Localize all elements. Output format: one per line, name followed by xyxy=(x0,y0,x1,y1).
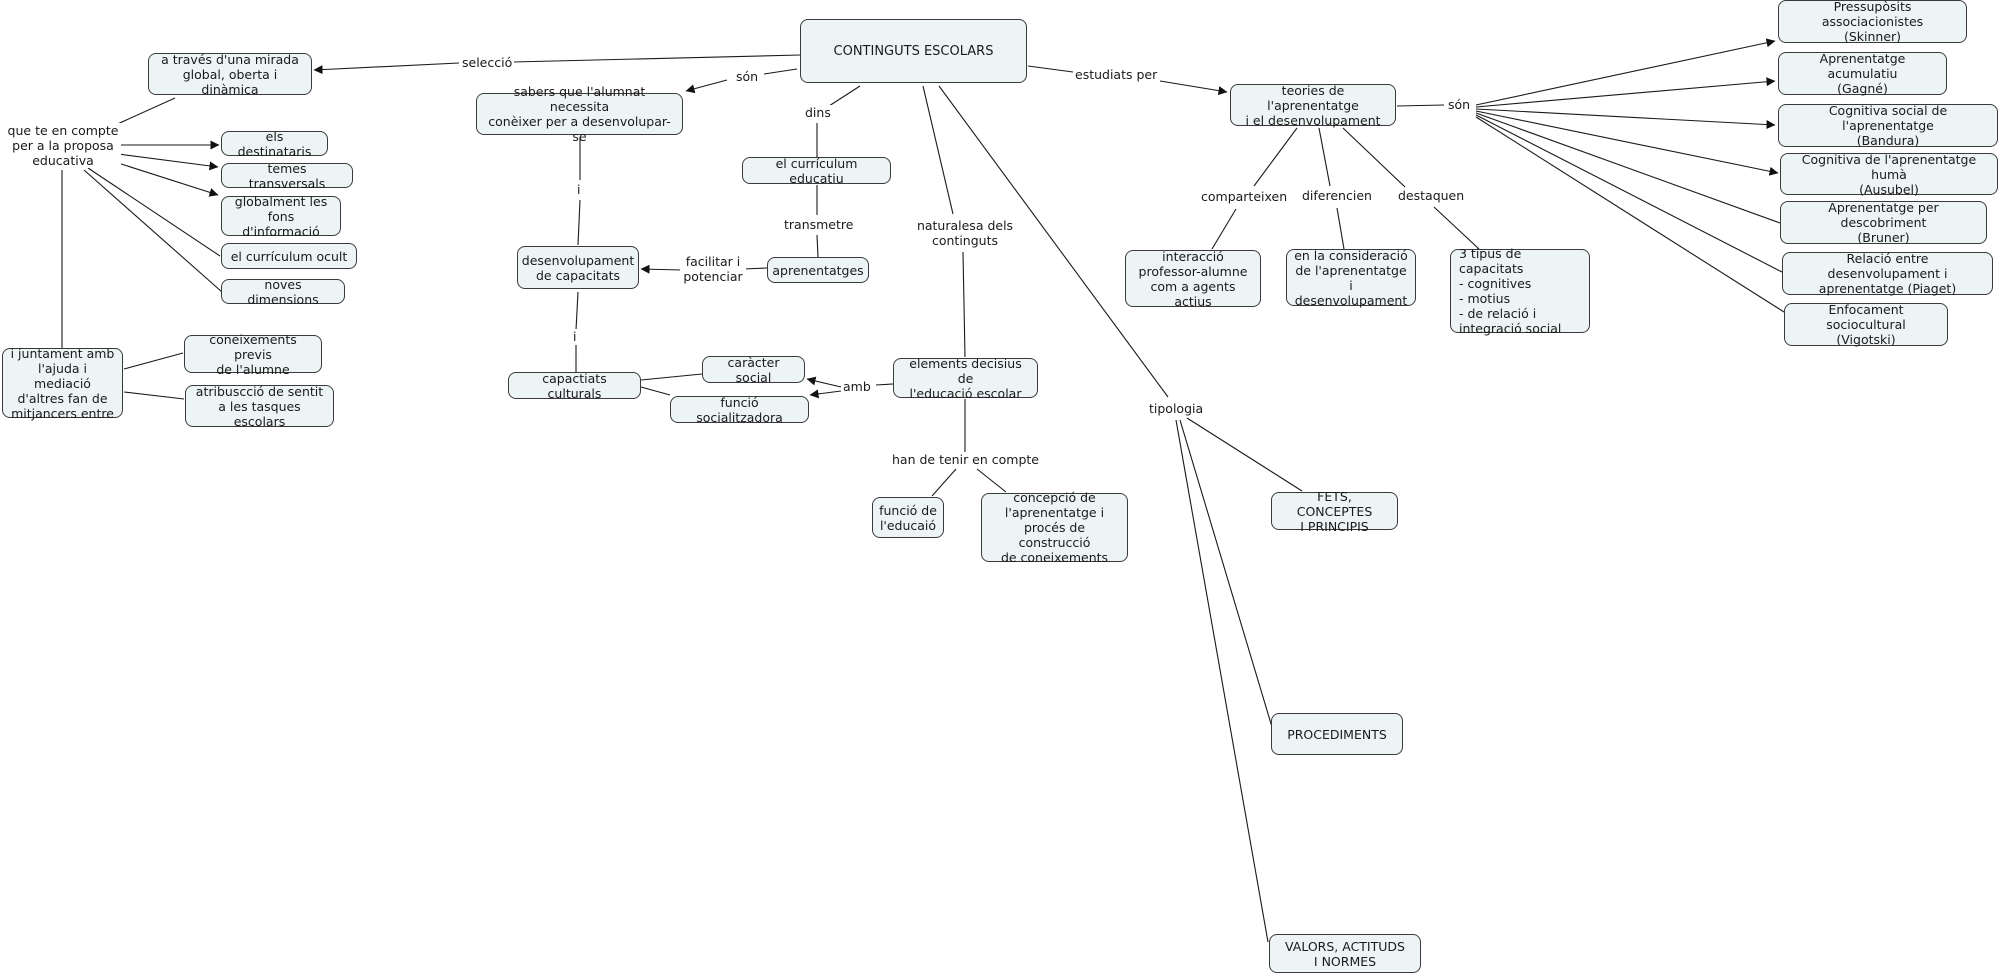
link-label-amb: amb xyxy=(841,379,873,394)
node-aprenentatges[interactable]: aprenentatges xyxy=(767,257,869,283)
node-bruner[interactable]: Aprenentatge per descobriment (Bruner) xyxy=(1780,200,1987,245)
link-label-estudiats-per: estudiats per xyxy=(1073,67,1160,82)
node-gagne[interactable]: Aprenentatge acumulatiu (Gagné) xyxy=(1778,51,1947,96)
link-label-naturalesa: naturalesa dels continguts xyxy=(914,218,1016,248)
node-mirada-global[interactable]: a través d'una mirada global, oberta i d… xyxy=(148,52,312,97)
node-ausubel[interactable]: Cognitiva de l'aprenentatge humà (Ausube… xyxy=(1780,152,1998,197)
node-elements-decisius[interactable]: elements decisius de l'educació escolar xyxy=(893,356,1038,401)
node-destinataris[interactable]: els destinataris xyxy=(221,129,328,159)
node-temes-transversals[interactable]: temes transversals xyxy=(221,161,353,191)
link-label-transmetre: transmetre xyxy=(782,217,856,232)
link-label-diferencien: diferencien xyxy=(1300,188,1374,203)
link-label-comparteixen: comparteixen xyxy=(1199,189,1290,204)
node-capacitats-culturals[interactable]: capactiats culturals xyxy=(508,371,641,401)
node-bandura[interactable]: Cognitiva social de l'aprenentatge (Band… xyxy=(1778,103,1998,148)
node-caracter-social[interactable]: caràcter social xyxy=(702,355,805,385)
node-fets-conceptes[interactable]: FETS, CONCEPTES I PRINCIPIS xyxy=(1271,489,1398,534)
node-noves-dimensions[interactable]: noves dimensions xyxy=(221,277,345,307)
link-label-tipologia: tipologia xyxy=(1147,401,1206,416)
node-concepcio-aprenentatge[interactable]: concepció de l'aprenentatge i procés de … xyxy=(981,490,1128,565)
node-juntament[interactable]: i juntament amb l'ajuda i mediació d'alt… xyxy=(2,346,123,421)
link-label-destaquen: destaquen xyxy=(1396,188,1467,203)
node-curriculum-ocult[interactable]: el currículum ocult xyxy=(221,243,357,269)
node-vigotski[interactable]: Enfocament sociocultural (Vigotski) xyxy=(1784,302,1948,347)
node-interaccio[interactable]: interacció professor-alumne com a agents… xyxy=(1125,249,1261,309)
node-curriculum-educatiu[interactable]: el currículum educatiu xyxy=(742,156,891,186)
node-desenvolupament-capacitats[interactable]: desenvolupament de capacitats xyxy=(517,246,639,289)
node-procediments[interactable]: PROCEDIMENTS xyxy=(1271,713,1403,755)
node-sabers[interactable]: sabers que l'alumnat necessita conèixer … xyxy=(476,84,683,144)
link-label-son-left: són xyxy=(734,69,761,84)
node-teories[interactable]: teories de l'aprenentatge i el desenvolu… xyxy=(1230,83,1396,128)
link-label-i-upper: i xyxy=(575,182,583,197)
link-label-facilitar: facilitar i potenciar xyxy=(680,254,746,284)
link-label-seleccio: selecció xyxy=(460,55,515,70)
link-label-han-de-tenir: han de tenir en compte xyxy=(890,452,1041,467)
link-label-dins: dins xyxy=(803,105,833,120)
node-continguts-escolars[interactable]: CONTINGUTS ESCOLARS xyxy=(800,19,1027,83)
node-piaget[interactable]: Relació entre desenvolupament i aprenent… xyxy=(1782,251,1993,296)
node-coneixements-previs[interactable]: coneixements previs de l'alumne xyxy=(184,332,322,377)
node-funcio-educaio[interactable]: funció de l'educaió xyxy=(872,497,944,538)
link-label-son-right: són xyxy=(1446,97,1473,112)
node-atribuscio-sentit[interactable]: atribuscció de sentit a les tasques esco… xyxy=(185,384,334,429)
node-tipus-capacitats[interactable]: 3 tipus de capacitats - cognitives - mot… xyxy=(1450,246,1590,336)
node-skinner[interactable]: Pressupòsits associacionistes (Skinner) xyxy=(1778,0,1967,44)
node-valors-actituds[interactable]: VALORS, ACTITUDS I NORMES xyxy=(1269,934,1421,973)
link-label-que-te-en-compte: que te en compte per a la proposa educat… xyxy=(5,123,121,168)
node-fons-informacio[interactable]: globalment les fons d'informació xyxy=(221,194,341,239)
node-consideracio[interactable]: en la consideració de l'aprenentatge i d… xyxy=(1286,248,1416,308)
node-funcio-socialitzadora[interactable]: funció socialitzadora xyxy=(670,395,809,425)
link-label-i-lower: i xyxy=(571,329,579,344)
